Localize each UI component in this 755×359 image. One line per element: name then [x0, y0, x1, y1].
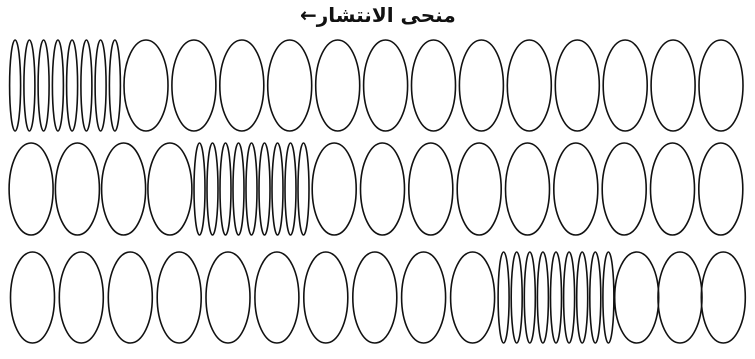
coil-loop: [233, 143, 244, 235]
coil-loop: [246, 143, 257, 235]
coil-loop: [537, 252, 548, 343]
coil-loop: [108, 252, 152, 343]
coil-loop: [409, 143, 453, 235]
coil-loop: [95, 40, 106, 131]
coil-loop: [148, 143, 192, 235]
coil-loop: [59, 252, 103, 343]
coil-loop: [451, 252, 495, 343]
spring-row-2: [9, 143, 743, 235]
coil-loop: [55, 143, 99, 235]
coil-loop: [364, 40, 408, 131]
coil-loop: [615, 252, 659, 343]
coil-loop: [701, 252, 745, 343]
coil-loop: [24, 40, 35, 131]
coil-loop: [109, 40, 120, 131]
coil-loop: [316, 40, 360, 131]
coil-loop: [102, 143, 146, 235]
coil-loop: [498, 252, 509, 343]
coil-loop: [603, 252, 614, 343]
coil-loop: [312, 143, 356, 235]
coil-loop: [361, 143, 405, 235]
coil-loop: [220, 40, 264, 131]
coil-loop: [11, 252, 55, 343]
coil-loop: [506, 143, 550, 235]
coil-loop: [554, 143, 598, 235]
coil-loop: [551, 252, 562, 343]
coil-loop: [524, 252, 535, 343]
coil-loop: [658, 252, 702, 343]
coil-loop: [402, 252, 446, 343]
coil-loop: [67, 40, 78, 131]
spring-row-3: [11, 252, 746, 343]
coil-loop: [699, 143, 743, 235]
coil-loop: [602, 143, 646, 235]
coil-loop: [124, 40, 168, 131]
coil-loop: [220, 143, 231, 235]
coil-loop: [699, 40, 743, 131]
coil-loop: [157, 252, 201, 343]
coil-loop: [81, 40, 92, 131]
coil-loop: [353, 252, 397, 343]
coil-loop: [285, 143, 296, 235]
coil-loop: [268, 40, 312, 131]
coil-loop: [304, 252, 348, 343]
coil-loop: [255, 252, 299, 343]
coil-loop: [459, 40, 503, 131]
coil-loop: [206, 252, 250, 343]
coil-loop: [207, 143, 218, 235]
coil-loop: [259, 143, 270, 235]
coil-loop: [603, 40, 647, 131]
coil-loop: [52, 40, 63, 131]
coil-loop: [172, 40, 216, 131]
coil-loop: [555, 40, 599, 131]
coil-loop: [564, 252, 575, 343]
coil-loop: [507, 40, 551, 131]
coil-loop: [457, 143, 501, 235]
coil-loop: [511, 252, 522, 343]
coil-loop: [38, 40, 49, 131]
coil-loop: [577, 252, 588, 343]
coil-loop: [590, 252, 601, 343]
coil-loop: [412, 40, 456, 131]
coil-loop: [272, 143, 283, 235]
coil-loop: [298, 143, 309, 235]
spring-row-1: [10, 40, 743, 131]
coil-loop: [9, 143, 53, 235]
coil-loop: [194, 143, 205, 235]
coil-loop: [10, 40, 21, 131]
coil-loop: [651, 40, 695, 131]
coil-loop: [651, 143, 695, 235]
